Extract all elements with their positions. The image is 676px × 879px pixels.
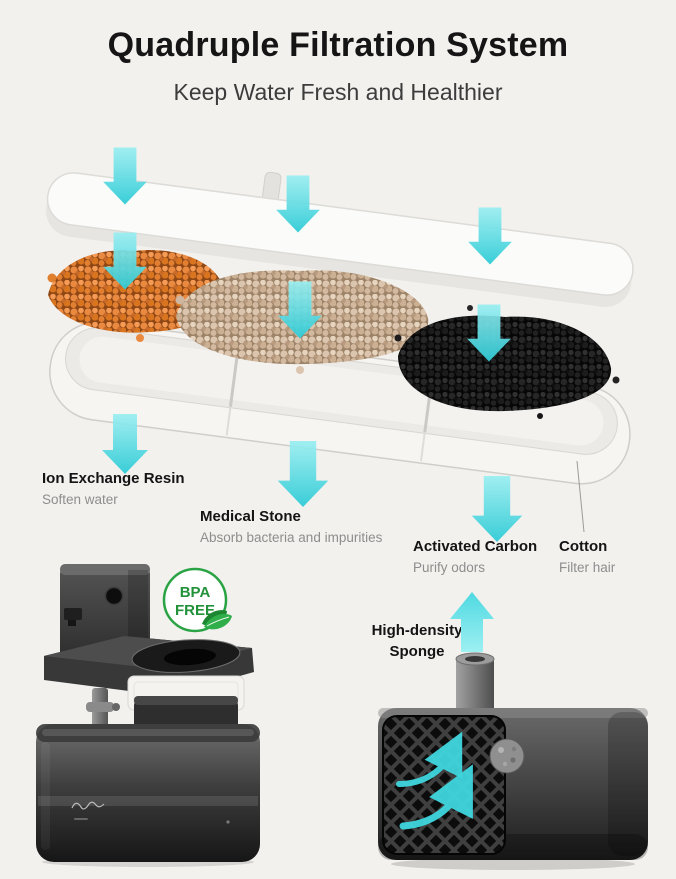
cotton-pointer-line [576,460,585,533]
page-title: Quadruple Filtration System [107,26,569,64]
filter-desc: Filter hair [559,560,616,575]
filter-desc: Soften water [42,492,118,507]
flow-arrow [277,441,329,507]
badge-line2: FREE [175,602,215,619]
filter-name: Cotton [559,538,608,555]
flow-arrow [471,476,523,542]
leaf-icon [202,610,232,630]
label-activated-carbon: Activated Carbon Purify odors [413,538,537,575]
up-flow-arrow [450,592,494,652]
pump-outlet-spout [455,652,495,714]
tower-knob [104,586,124,606]
fountain-basin [36,724,260,862]
water-spout [64,608,82,620]
activated-carbon-granules [394,305,620,419]
filter-desc: Absorb bacteria and impurities [200,530,383,545]
filter-name: Medical Stone [200,508,301,525]
filter-name: Activated Carbon [413,538,538,555]
cotton-pad-layer [45,171,634,308]
label-cotton: Cotton Filter hair [559,538,615,575]
intake-flow-arrows [396,731,473,830]
pump-shadow [391,858,635,870]
filter-tray-layer [49,321,631,485]
filter-desc: Purify odors [413,560,486,575]
pump-illustration [378,592,648,870]
header: Quadruple Filtration System Keep Water F… [0,26,676,106]
water-fountain-illustration [36,564,260,867]
filter-exploded-diagram [45,147,634,542]
bpa-free-badge: BPA FREE [162,567,232,633]
label-ion-exchange-resin: Ion Exchange Resin Soften water [42,470,185,507]
sponge-patch [489,738,525,774]
filter-name: Ion Exchange Resin [42,470,185,487]
label-medical-stone: Medical Stone Absorb bacteria and impuri… [200,508,382,545]
badge-line1: BPA [180,584,211,601]
label-high-density-sponge: High-density Sponge [371,622,463,660]
page-subtitle: Keep Water Fresh and Healthier [173,79,503,105]
brand-logo-mark [71,801,105,810]
